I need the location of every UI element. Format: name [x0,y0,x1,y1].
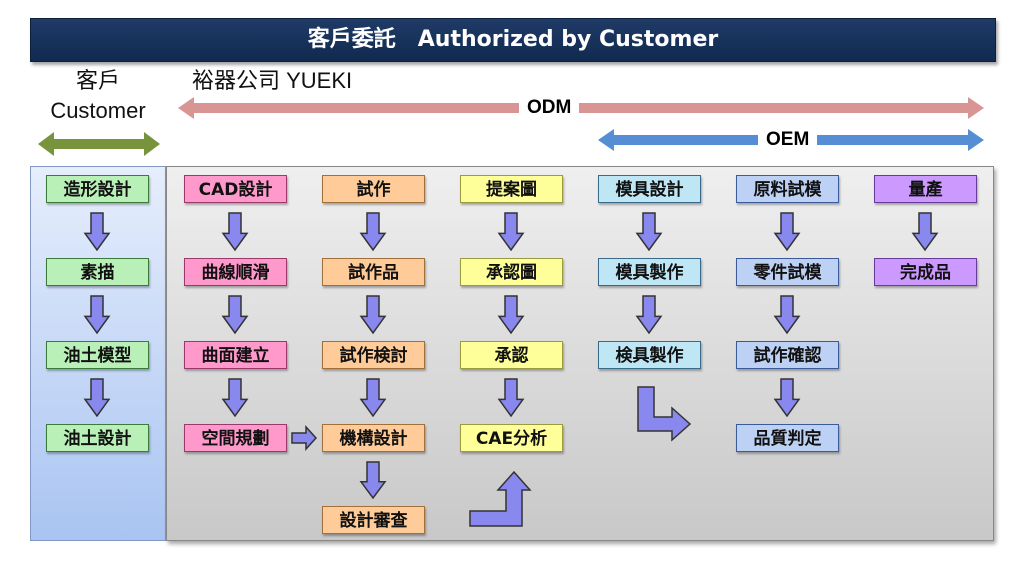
turn-right-arrow [637,386,692,442]
step-finished-product: 完成品 [874,258,977,286]
step-form-design: 造形設計 [46,175,149,203]
step-mechanism-design: 機構設計 [322,424,425,452]
down-arrow [635,295,663,335]
title-banner: 客戶委託 Authorized by Customer [30,18,996,62]
odm-label: ODM [519,96,580,120]
down-arrow [773,212,801,252]
right-arrow-cad-to-trial [291,425,318,451]
down-arrow [359,461,387,500]
down-arrow [83,212,111,252]
step-part-trial: 零件試模 [736,258,839,286]
odm-scope-arrow [178,97,984,119]
step-curve-smoothing: 曲線順滑 [184,258,287,286]
step-quality-judgement: 品質判定 [736,424,839,452]
flow-arrows [83,212,939,500]
step-gauge-making: 検具製作 [598,341,701,369]
down-arrow [497,378,525,418]
step-sketch: 素描 [46,258,149,286]
step-mold-making: 模具製作 [598,258,701,286]
down-arrow [359,212,387,252]
step-design-audit: 設計審查 [322,506,425,534]
turn-up-arrow [469,470,532,527]
step-clay-design: 油土設計 [46,424,149,452]
step-cad-design: CAD設計 [184,175,287,203]
down-arrow [635,212,663,252]
step-clay-model: 油土模型 [46,341,149,369]
down-arrow [911,212,939,252]
step-mold-design: 模具設計 [598,175,701,203]
customer-label-en: Customer [50,98,146,123]
customer-label: 客戶 Customer [30,66,166,126]
step-material-trial: 原料試模 [736,175,839,203]
yueki-panel [166,166,994,541]
step-trial: 試作 [322,175,425,203]
down-arrow [83,295,111,335]
step-trial-confirm: 試作確認 [736,341,839,369]
step-space-planning: 空間規劃 [184,424,287,452]
down-arrow [221,295,249,335]
down-arrow [359,378,387,418]
customer-label-cn: 客戶 [75,68,120,93]
company-label: 裕器公司 YUEKI [192,68,353,93]
step-mass-production: 量產 [874,175,977,203]
down-arrow [221,378,249,418]
step-approval-drawing: 承認圖 [460,258,563,286]
down-arrow [221,212,249,252]
down-arrow [359,295,387,335]
step-trial-product: 試作品 [322,258,425,286]
down-arrow [773,378,801,418]
customer-scope-arrow [38,132,160,156]
step-surface-build: 曲面建立 [184,341,287,369]
oem-label: OEM [758,128,818,152]
page-title: 客戶委託 Authorized by Customer [307,27,719,52]
down-arrow [773,295,801,335]
step-approval: 承認 [460,341,563,369]
down-arrow [497,212,525,252]
step-proposal-drawing: 提案圖 [460,175,563,203]
step-trial-review: 試作検討 [322,341,425,369]
step-cae-analysis: CAE分析 [460,424,563,452]
down-arrow [497,295,525,335]
down-arrow [83,378,111,418]
